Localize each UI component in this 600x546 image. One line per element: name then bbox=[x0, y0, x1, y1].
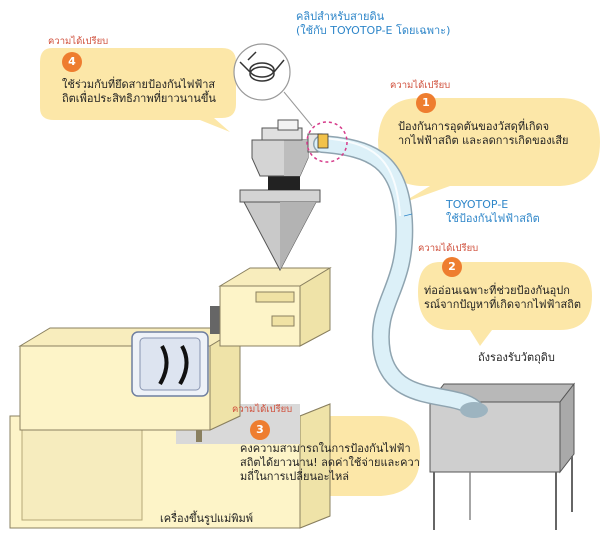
advantage-2-line1: ท่ออ่อนเฉพาะที่ช่วยป้องกันอุปก bbox=[424, 284, 570, 297]
molding-machine bbox=[9, 267, 332, 529]
clip-icon bbox=[239, 51, 285, 82]
advantage-number-4: 4 bbox=[62, 52, 82, 72]
hopper-caption: ถังรองรับวัตถุดิบ bbox=[478, 351, 555, 364]
advantage-number-3: 3 bbox=[250, 420, 270, 440]
advantage-label-3: ความได้เปรียบ bbox=[232, 404, 293, 415]
advantage-1-line2: ากไฟฟ้าสถิต และลดการเกิดของเสีย bbox=[398, 133, 569, 147]
receiving-hopper bbox=[428, 382, 576, 530]
advantage-1-line1: ป้องกันการอุดตันของวัสดุที่เกิดจ bbox=[398, 120, 550, 133]
bubble-4 bbox=[40, 48, 236, 132]
toyotop-e-hose bbox=[313, 135, 488, 418]
advantage-label-2: ความได้เปรียบ bbox=[418, 243, 479, 254]
advantage-text-3: คงความสามารถในการป้องกันไฟฟ้า สถิตได้ยาว… bbox=[240, 442, 420, 483]
hose-label-line1: TOYOTOP-E bbox=[446, 198, 509, 211]
hose-label-line2: ใช้ป้องกันไฟฟ้าสถิต bbox=[446, 211, 540, 225]
advantage-number-1: 1 bbox=[416, 93, 436, 113]
clip-label: คลิปสำหรับสายดิน (ใช้กับ TOYOTOP-E โดยเฉ… bbox=[296, 10, 450, 38]
hose-label: TOYOTOP-E ใช้ป้องกันไฟฟ้าสถิต bbox=[446, 198, 540, 226]
advantage-4-line1: ใช้ร่วมกับที่ยึดสายป้องกันไฟฟ้าส bbox=[62, 78, 216, 91]
grounding-clip bbox=[317, 133, 329, 149]
bubble-2 bbox=[418, 262, 592, 346]
hose-pointer bbox=[403, 213, 413, 217]
advantage-2-line2: รณ์จากปัญหาที่เกิดจากไฟฟ้าสถิต bbox=[424, 297, 582, 311]
advantage-label-1: ความได้เปรียบ bbox=[390, 80, 451, 91]
clip-title: คลิปสำหรับสายดิน bbox=[296, 10, 385, 23]
advantage-3-line3: มถี่ในการเปลี่ยนอะไหล่ bbox=[240, 469, 350, 483]
machine-caption: เครื่องขึ้นรูปแม่พิมพ์ bbox=[160, 512, 254, 525]
advantage-3-line2: สถิตได้ยาวนาน! ลดค่าใช้จ่ายและควา bbox=[240, 455, 420, 469]
advantage-number-2: 2 bbox=[442, 257, 462, 277]
advantage-text-4: ใช้ร่วมกับที่ยึดสายป้องกันไฟฟ้าส ถิตเพื่… bbox=[62, 78, 216, 106]
advantage-3-line1: คงความสามารถในการป้องกันไฟฟ้า bbox=[240, 442, 411, 455]
advantage-text-2: ท่ออ่อนเฉพาะที่ช่วยป้องกันอุปก รณ์จากปัญ… bbox=[424, 284, 581, 312]
advantage-label-4: ความได้เปรียบ bbox=[48, 36, 109, 47]
clip-subtitle: (ใช้กับ TOYOTOP-E โดยเฉพาะ) bbox=[296, 23, 451, 37]
advantage-4-line2: ถิตเพื่อประสิทธิภาพที่ยาวนานขึ้น bbox=[62, 91, 216, 105]
bubble-1 bbox=[378, 98, 600, 204]
clip-zoom-callout bbox=[233, 43, 348, 163]
advantage-text-1: ป้องกันการอุดตันของวัสดุที่เกิดจ ากไฟฟ้า… bbox=[398, 120, 568, 148]
hopper-loader bbox=[239, 119, 323, 272]
